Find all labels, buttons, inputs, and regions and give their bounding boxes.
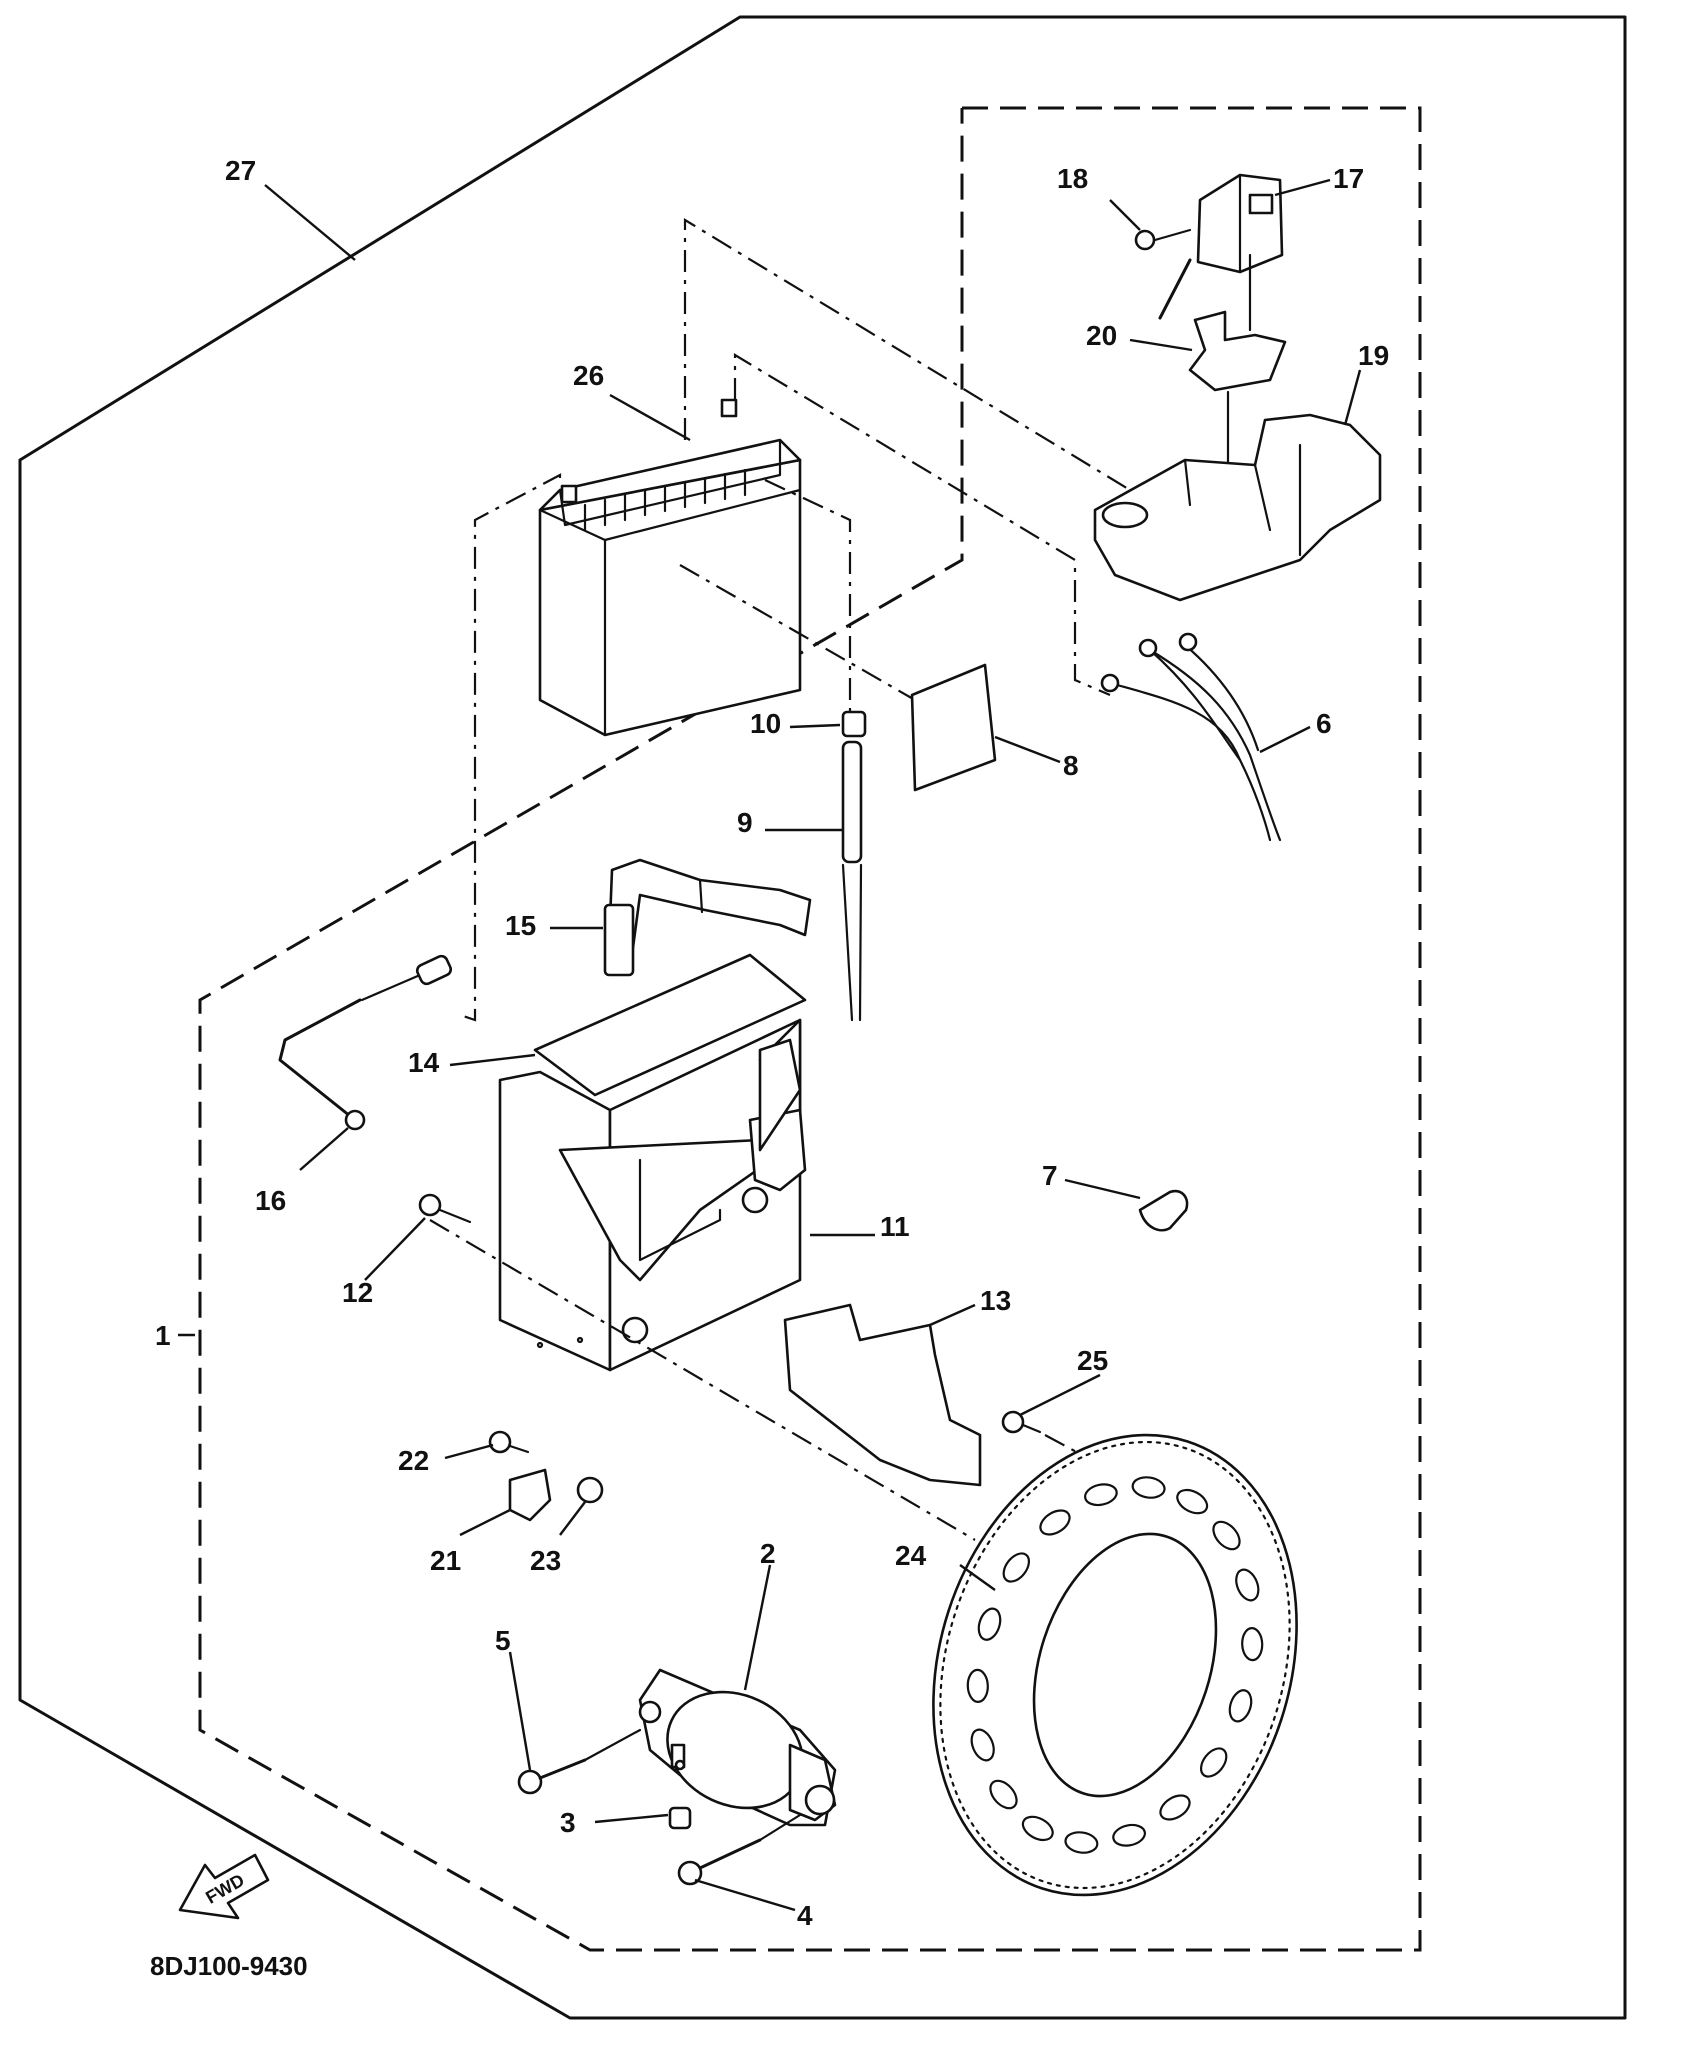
callout-2: 2: [760, 1538, 776, 1569]
disc-hole: [977, 1607, 1002, 1641]
disc-hole: [1212, 1520, 1241, 1551]
disc-hole: [1235, 1568, 1260, 1602]
clamp-21: [508, 1468, 552, 1522]
callout-leader-lines: [178, 178, 1362, 1912]
nut-10: [841, 710, 867, 738]
callout-16: 16: [255, 1185, 286, 1216]
callout-14: 14: [408, 1047, 440, 1078]
callout-labels: 27 26 18 17 20 19 10 8 6 9 15 14 16 7 11…: [155, 155, 1389, 1931]
callout-8: 8: [1063, 750, 1079, 781]
callout-25: 25: [1077, 1345, 1108, 1376]
disc-hole: [1228, 1689, 1253, 1723]
disc-hole: [1021, 1815, 1054, 1842]
callout-17: 17: [1333, 163, 1364, 194]
battery-connection-lines: [683, 218, 1131, 491]
callout-24: 24: [895, 1540, 927, 1571]
nut-3: [668, 1806, 692, 1830]
assembly-1-dashed-boundary: [198, 106, 1422, 1952]
callout-7: 7: [1042, 1160, 1058, 1191]
callout-18: 18: [1057, 163, 1088, 194]
disc-hole: [1064, 1831, 1099, 1854]
kit-outline: [18, 15, 1627, 2020]
callout-4: 4: [797, 1900, 813, 1931]
relay-cover: [1093, 413, 1382, 602]
disc-hole: [1039, 1509, 1071, 1536]
starter-motor: [638, 1668, 837, 1827]
callout-23: 23: [530, 1545, 561, 1576]
callout-5: 5: [495, 1625, 511, 1656]
callout-1: 1: [155, 1320, 171, 1351]
part-code: 8DJ100-9430: [150, 1951, 308, 1981]
bolt-25: [1001, 1410, 1042, 1434]
nut-23: [576, 1476, 604, 1504]
battery-cable: [278, 954, 453, 1131]
mat-14: [533, 953, 807, 1097]
callout-20: 20: [1086, 320, 1117, 351]
callout-9: 9: [737, 807, 753, 838]
callout-13: 13: [980, 1285, 1011, 1316]
disc-hole: [1002, 1552, 1031, 1583]
battery-lead-to-harness: [733, 353, 1111, 697]
ring-gear: [932, 1433, 1298, 1897]
disc-hole: [966, 1668, 989, 1703]
rod-9: [841, 740, 863, 1022]
battery: [538, 398, 802, 737]
callout-10: 10: [750, 708, 781, 739]
callout-6: 6: [1316, 708, 1332, 739]
battery-band: [603, 858, 812, 977]
box-to-plate-line: [429, 1219, 976, 1541]
starter-relay: [1158, 173, 1284, 332]
bolt-12: [418, 1193, 472, 1224]
callout-3: 3: [560, 1807, 576, 1838]
disc-hole: [1112, 1823, 1146, 1847]
battery-to-sheet-line: [679, 564, 916, 701]
callout-15: 15: [505, 910, 536, 941]
screw-18: [1134, 228, 1192, 251]
wire-harness: [1100, 632, 1282, 842]
bolt-5: [517, 1728, 642, 1795]
disc-hole: [989, 1779, 1018, 1810]
forward-arrow-icon: FWD: [178, 1853, 270, 1920]
pad-8: [910, 663, 997, 792]
callout-27: 27: [225, 155, 256, 186]
disc-hole: [1159, 1794, 1191, 1821]
bracket-20: [1188, 310, 1287, 392]
battery-to-cable-line: [459, 473, 562, 1022]
callout-21: 21: [430, 1545, 461, 1576]
bolt-22: [488, 1430, 530, 1454]
bolt-4: [677, 1813, 802, 1886]
callout-26: 26: [573, 360, 604, 391]
disc-hole: [1131, 1476, 1166, 1499]
disc-hole: [1241, 1627, 1264, 1662]
clamp-7: [1138, 1189, 1189, 1232]
disc-hole: [1199, 1747, 1228, 1778]
disc-hole: [970, 1728, 995, 1762]
plate-13: [783, 1303, 982, 1487]
disc-hole: [1084, 1483, 1118, 1507]
callout-22: 22: [398, 1445, 429, 1476]
callout-12: 12: [342, 1277, 373, 1308]
callout-11: 11: [880, 1211, 910, 1242]
battery-to-nut-line: [764, 479, 852, 720]
battery-box: [498, 1018, 807, 1372]
callout-19: 19: [1358, 340, 1389, 371]
disc-hole: [1176, 1488, 1209, 1515]
